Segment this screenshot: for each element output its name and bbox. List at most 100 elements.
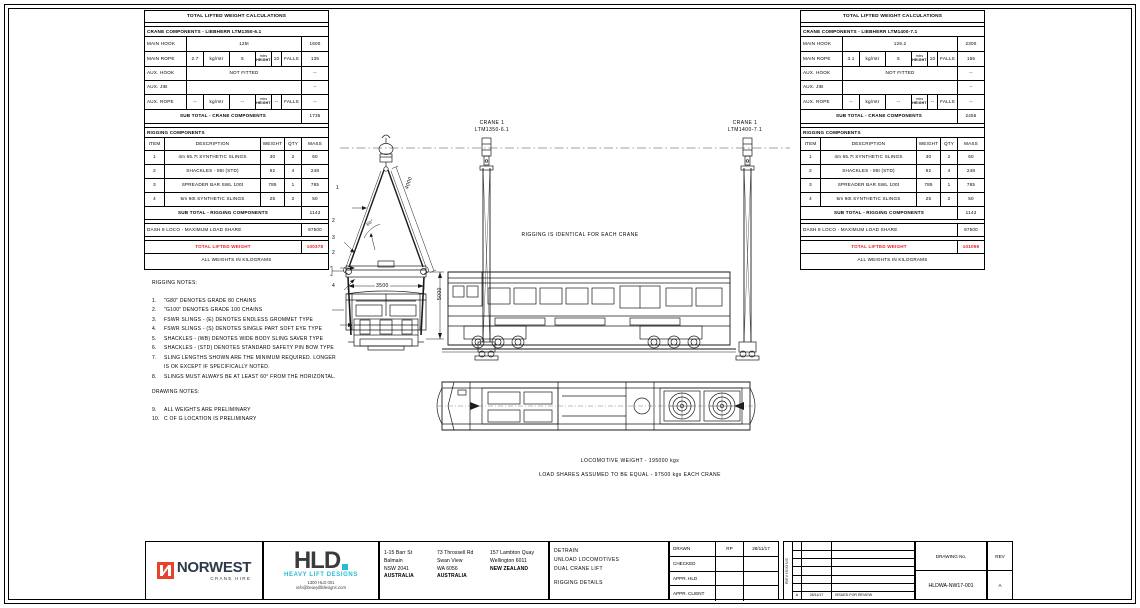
right-rigging-header-row: RIGGING COMPONENTS [801, 128, 984, 138]
revision-empty-row [793, 542, 914, 551]
right-row-aux-hook: AUX. HOOK NOT FITTED -- [801, 67, 984, 81]
left-row-crane-subtotal: SUB TOTAL - CRANE COMPONENTS 1735 [145, 110, 328, 124]
right-row-crane-subtotal: SUB TOTAL - CRANE COMPONENTS 2455 [801, 110, 984, 124]
rev-block: REV A [987, 541, 1013, 600]
right-aux-rope-height: HEIGHT [912, 101, 927, 105]
description-line2: UNLOAD LOCOMOTIVES [554, 556, 620, 563]
bogie-rear [639, 325, 703, 349]
left-rig2-item: 2 [145, 165, 165, 178]
hld-tagline: HEAVY LIFT DESIGNS [284, 572, 358, 579]
approval-checked-by[interactable] [716, 556, 744, 571]
right-col-item: ITEM [801, 138, 821, 150]
rigging-notes-header: RIGGING NOTES: [152, 280, 198, 286]
left-col-mass: MASS [308, 140, 322, 146]
balloon-1: 1 [336, 185, 339, 191]
right-aux-rope-d: -- [928, 95, 938, 109]
drawing-number-block: DRAWING No. HLDWA-NW17-001 [915, 541, 987, 600]
hook-block-left [378, 134, 394, 172]
right-main-rope-unit: kg/mtr [860, 52, 886, 66]
hld-wordmark: HLD [293, 546, 341, 574]
left-rig1-desc: 4m 65.7t SYNTHETIC SLINGS [165, 151, 261, 164]
revision-empty-row [793, 566, 914, 575]
right-rig4-weight: 25 [917, 193, 941, 206]
left-row-load-share: DASH 8 LOCO - MAXIMUM LOAD SHARE 97500 [145, 224, 328, 237]
approval-drawn-date[interactable]: 28/11/17 [752, 546, 770, 552]
drawing-no-header-row: DRAWING No. [916, 542, 986, 571]
right-row-main-hook: MAIN HOOK 129.2 2300 [801, 37, 984, 52]
revisions-rows: A 28/11/17 ISSUED FOR REVIEW [793, 542, 914, 599]
right-aux-hook-value: NOT FITTED [843, 67, 958, 80]
left-aux-jib-mass: -- [313, 84, 317, 90]
approval-drawn-by[interactable]: RP [716, 542, 744, 556]
left-row-footer: ALL WEIGHTS IN KILOGRAMS [145, 254, 328, 267]
note-3-text: FSWR SLINGS - (E) DENOTES ENDLESS GROMME… [164, 316, 314, 323]
right-rig2-qty: 4 [941, 165, 958, 178]
right-aux-rope-falls: FALLS [938, 95, 958, 109]
left-aux-rope-b: -- [230, 95, 256, 109]
right-row-load-share: DASH 8 LOCO - MAXIMUM LOAD SHARE 97500 [801, 224, 984, 237]
left-rigging-colheader-row: ITEM DESCRIPTION WEIGHT QTY MASS [145, 138, 328, 151]
right-col-description: DESCRIPTION [821, 138, 917, 150]
note-5-text: SHACKLES - (WB) DENOTES WIDE BODY SLING … [164, 335, 324, 342]
dnote-10-text: C OF G LOCATION IS PRELIMINARY [164, 416, 257, 422]
balloon-4: 4 [332, 283, 335, 289]
note-4-num: 4. [152, 326, 157, 332]
address-1-line1: 1-15 Barr St [384, 550, 413, 556]
table-row: 1 4m 65.7t SYNTHETIC SLINGS 30 2 60 [801, 151, 984, 165]
right-rig3-weight: 785 [917, 179, 941, 192]
address-1-country: AUSTRALIA [384, 573, 414, 580]
right-crane-subtotal-label: SUB TOTAL - CRANE COMPONENTS [801, 110, 958, 123]
right-rig1-item: 1 [801, 151, 821, 164]
address-3: 157 Lambton Quay Wellington 6011 NEW ZEA… [486, 542, 548, 599]
left-main-rope-b: 5 [230, 52, 256, 66]
approval-client-date[interactable] [744, 586, 778, 601]
right-rig1-qty: 2 [941, 151, 958, 164]
lift-arrangement-drawing [330, 134, 790, 431]
sheet-border [4, 4, 1136, 604]
left-main-rope-height-unit: mtrs HEIGHT [256, 52, 272, 66]
note-8-num: 8. [152, 373, 157, 380]
norwest-wordmark: NORWEST [176, 559, 252, 576]
dnote-10-num: 10. [152, 416, 160, 422]
approval-checked-date[interactable] [744, 557, 778, 571]
load-leader [330, 265, 344, 311]
approval-client-by[interactable] [716, 586, 744, 601]
right-rigging-header: RIGGING COMPONENTS [803, 130, 861, 136]
right-row-main-rope: MAIN ROPE 3.1 kg/mtr 5 mtrs HEIGHT 10 FA… [801, 52, 984, 67]
approval-hld-date[interactable] [744, 572, 778, 586]
list-item: 8. SLINGS MUST ALWAYS BE AT LEAST 60° FR… [152, 373, 362, 383]
left-rig2-desc: SHACKLES - 85t (STD) [165, 165, 261, 178]
table-row: 2 SHACKLES - 85t (STD) 62 4 248 [801, 165, 984, 179]
norwest-mark-icon [156, 562, 174, 579]
right-aux-rope-unit: kg/mtr [860, 95, 886, 109]
table-row: 3 SPREADER BAR SWL 100t 785 1 785 [801, 179, 984, 193]
sling-dimension [391, 165, 437, 273]
right-rig4-mass: 50 [968, 196, 974, 202]
upper-slings [348, 169, 424, 268]
rev-value: A [998, 583, 1002, 588]
rev-label: REV [995, 553, 1005, 559]
approval-hld-by[interactable] [716, 571, 744, 586]
right-row-aux-rope: AUX. ROPE -- kg/mtr -- mtrs HEIGHT -- FA… [801, 95, 984, 110]
left-aux-rope-a: -- [187, 95, 204, 109]
table-row: 3 SPREADER BAR SWL 100t 785 1 785 [145, 179, 328, 193]
left-row-aux-jib: AUX. JIB -- [145, 81, 328, 95]
balloon-2a: 2 [332, 218, 335, 224]
drawing-notes-header: DRAWING NOTES: [152, 389, 200, 395]
dnote-9-num: 9. [152, 406, 157, 413]
right-aux-rope-mass: -- [969, 98, 973, 104]
right-main-rope-height-unit: mtrs HEIGHT [912, 52, 928, 66]
left-rig4-mass: 50 [312, 196, 318, 202]
left-rig3-desc: SPREADER BAR SWL 100t [165, 179, 261, 192]
description-line4: RIGGING DETAILS [554, 580, 603, 587]
address-2-line2: Swan View [437, 557, 463, 564]
note-5-num: 5. [152, 335, 157, 342]
left-rig4-desc: 5m 60t SYNTHETIC SLINGS [165, 193, 261, 206]
left-main-hook-label: MAIN HOOK [145, 37, 187, 51]
left-crane-components-header-row: CRANE COMPONENTS - LIEBHERR LTM1350-6.1 [145, 27, 328, 37]
left-table-title: TOTAL LIFTED WEIGHT CALCULATIONS [186, 13, 287, 19]
left-rig4-weight: 25 [261, 193, 285, 206]
height-dimension [426, 271, 444, 340]
right-rig4-item: 4 [801, 193, 821, 206]
drawing-description-cell: DETRAIN UNLOAD LOCOMOTIVES DUAL CRANE LI… [549, 541, 669, 600]
